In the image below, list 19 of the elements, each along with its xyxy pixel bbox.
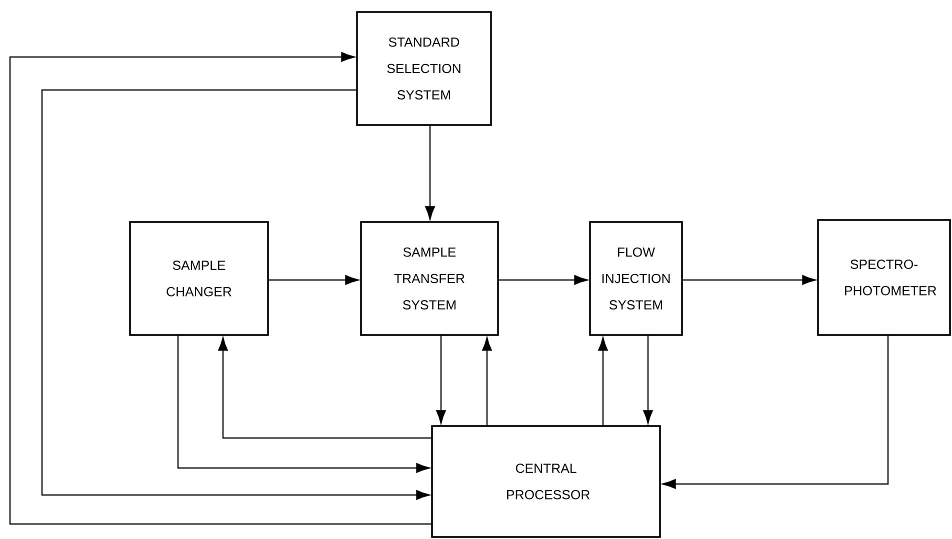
arrow	[425, 125, 435, 220]
arrow	[436, 335, 446, 424]
process-box: SAMPLE CHANGER	[129, 221, 269, 336]
arrow	[643, 335, 653, 424]
arrow	[662, 335, 889, 489]
arrow	[41, 89, 430, 500]
process-box: FLOW INJECTION SYSTEM	[589, 221, 683, 336]
process-box: STANDARD SELECTION SYSTEM	[356, 11, 492, 126]
arrow	[9, 52, 432, 525]
process-box: SPECTRO- PHOTOMETER	[817, 219, 951, 336]
arrow	[218, 337, 432, 439]
arrow	[498, 275, 588, 285]
arrow	[177, 335, 430, 473]
process-box: CENTRAL PROCESSOR	[431, 425, 661, 538]
process-box: SAMPLE TRANSFER SYSTEM	[360, 221, 499, 336]
arrow	[482, 337, 492, 426]
arrow	[598, 337, 608, 426]
arrow	[682, 275, 816, 285]
arrow	[268, 275, 359, 285]
